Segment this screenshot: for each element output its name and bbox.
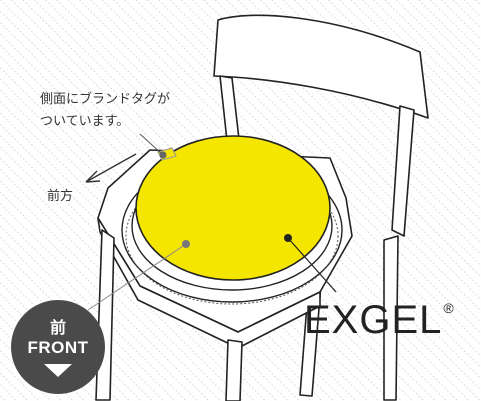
badge-kanji: 前 — [49, 318, 66, 337]
logo-leader-line — [287, 237, 337, 293]
tag-leader-line — [139, 133, 164, 156]
front-point — [182, 240, 190, 248]
logo-point — [284, 234, 292, 242]
tag-point — [159, 151, 167, 159]
direction-arrow-icon — [85, 153, 137, 183]
brand-tag-note-line1: 側面にブランドタグが — [40, 92, 171, 107]
brand-tag-note-line2: ついています。 — [40, 114, 130, 129]
logo-text: EXGEL — [304, 298, 443, 342]
cushion-dashed-ring — [125, 167, 339, 305]
brand-logo: EXGEL® — [304, 298, 455, 343]
registered-mark: ® — [443, 300, 455, 316]
badge-english: FRONT — [27, 338, 89, 357]
front-direction-label: 前方 — [47, 189, 74, 204]
down-triangle-icon — [44, 364, 72, 377]
front-leader-line — [87, 243, 187, 311]
front-badge: 前 FRONT — [11, 300, 105, 394]
